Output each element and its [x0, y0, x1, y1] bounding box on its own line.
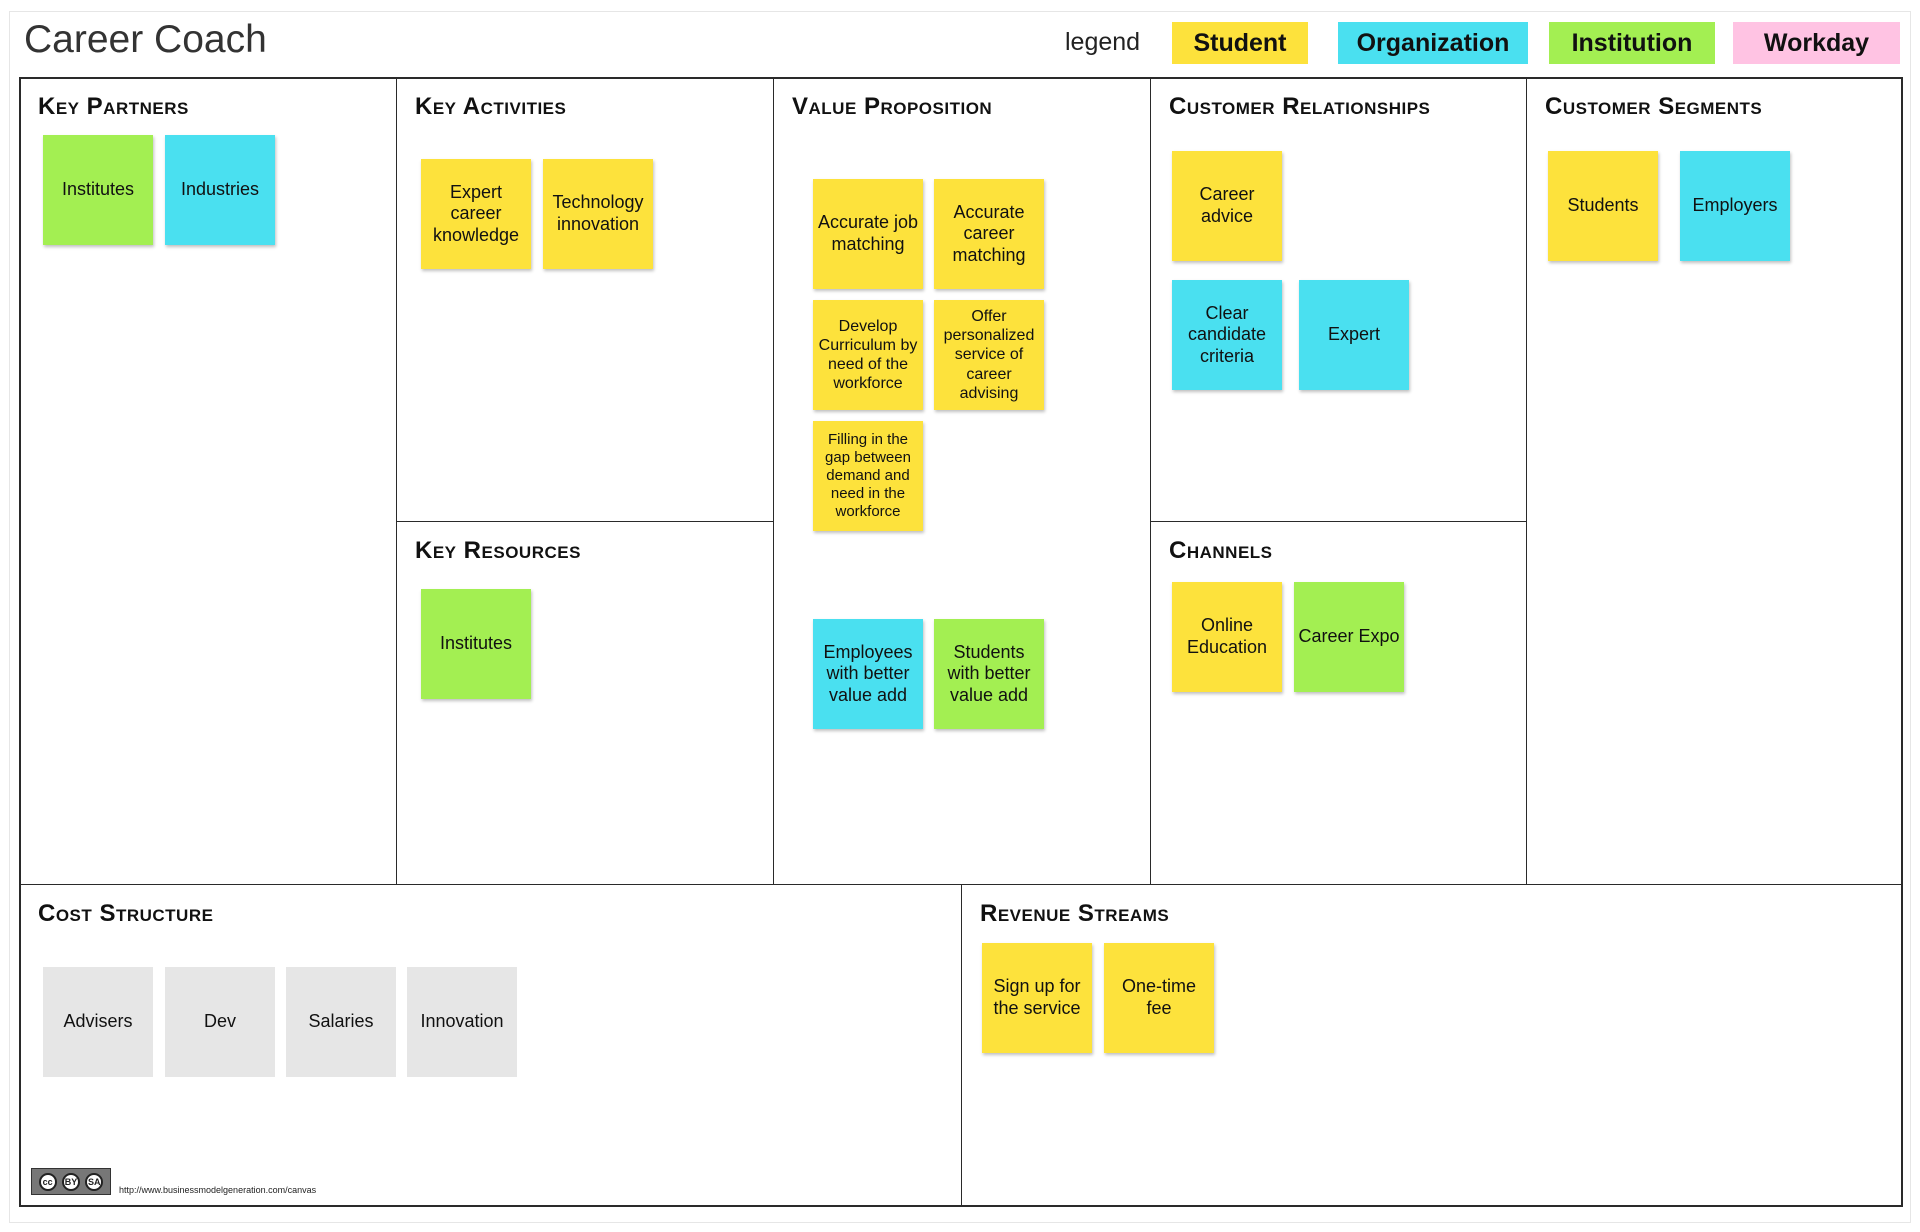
section-key-activities: Key Activities — [396, 77, 774, 522]
note-salaries[interactable]: Salaries — [286, 967, 396, 1077]
legend-organization: Organization — [1338, 22, 1528, 64]
note-online-education[interactable]: Online Education — [1172, 582, 1282, 692]
note-clear-candidate-criteria[interactable]: Clear candidate criteria — [1172, 280, 1282, 390]
note-students-value-add[interactable]: Students with better value add — [934, 619, 1044, 729]
note-institutes[interactable]: Institutes — [43, 135, 153, 245]
note-sign-up-for-service[interactable]: Sign up for the service — [982, 943, 1092, 1053]
note-advisers[interactable]: Advisers — [43, 967, 153, 1077]
section-title: Customer Segments — [1545, 93, 1763, 120]
note-career-expo[interactable]: Career Expo — [1294, 582, 1404, 692]
legend-label: legend — [1065, 28, 1141, 56]
section-title: Value Proposition — [792, 93, 993, 120]
section-title: Cost Structure — [38, 900, 214, 927]
note-expert-career-knowledge[interactable]: Expert career knowledge — [421, 159, 531, 269]
legend-student: Student — [1172, 22, 1308, 64]
license-link[interactable]: http://www.businessmodelgeneration.com/c… — [119, 1185, 317, 1195]
note-filling-the-gap[interactable]: Filling in the gap between demand and ne… — [813, 421, 923, 531]
cc-icon: cc — [38, 1172, 57, 1191]
note-students[interactable]: Students — [1548, 151, 1658, 261]
section-title: Key Resources — [415, 537, 581, 564]
by-icon: BY — [61, 1172, 80, 1191]
note-innovation[interactable]: Innovation — [407, 967, 517, 1077]
section-cost-structure: Cost Structure — [19, 884, 962, 1207]
note-personalized-service[interactable]: Offer personalized service of career adv… — [934, 300, 1044, 410]
section-title: Customer Relationships — [1169, 93, 1431, 120]
note-one-time-fee[interactable]: One-time fee — [1104, 943, 1214, 1053]
section-channels: Channels — [1150, 521, 1527, 885]
note-technology-innovation[interactable]: Technology innovation — [543, 159, 653, 269]
sa-icon: SA — [85, 1172, 104, 1191]
note-employees-value-add[interactable]: Employees with better value add — [813, 619, 923, 729]
note-institutes-resource[interactable]: Institutes — [421, 589, 531, 699]
section-revenue-streams: Revenue Streams — [961, 884, 1903, 1207]
creative-commons-badge: cc BY SA — [31, 1168, 111, 1195]
section-title: Key Activities — [415, 93, 567, 120]
note-employers[interactable]: Employers — [1680, 151, 1790, 261]
legend-institution: Institution — [1549, 22, 1715, 64]
note-develop-curriculum[interactable]: Develop Curriculum by need of the workfo… — [813, 300, 923, 410]
section-title: Revenue Streams — [980, 900, 1170, 927]
note-accurate-career-matching[interactable]: Accurate career matching — [934, 179, 1044, 289]
legend-workday: Workday — [1733, 22, 1900, 64]
section-title: Key Partners — [38, 93, 189, 120]
section-value-proposition: Value Proposition — [773, 77, 1151, 885]
note-dev[interactable]: Dev — [165, 967, 275, 1077]
section-key-resources: Key Resources — [396, 521, 774, 885]
canvas-frame — [9, 11, 1911, 1223]
note-career-advice[interactable]: Career advice — [1172, 151, 1282, 261]
note-industries[interactable]: Industries — [165, 135, 275, 245]
note-expert[interactable]: Expert — [1299, 280, 1409, 390]
section-title: Channels — [1169, 537, 1273, 564]
page-title: Career Coach — [24, 18, 267, 61]
note-accurate-job-matching[interactable]: Accurate job matching — [813, 179, 923, 289]
